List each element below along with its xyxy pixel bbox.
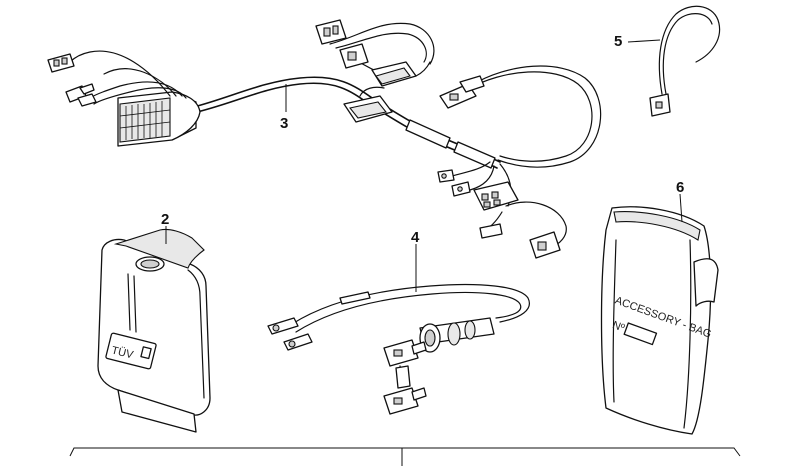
bag-label-line2: Nº <box>611 319 626 334</box>
callout-5: 5 <box>614 33 622 50</box>
spade-terminal-left-1 <box>65 83 95 103</box>
callout-leaders <box>165 39 683 292</box>
lock-cylinder <box>419 317 495 353</box>
callout-6: 6 <box>676 179 684 196</box>
tuv-label: TÜV <box>110 344 135 361</box>
fuse-holder-upper <box>371 61 431 87</box>
callout-3: 3 <box>280 115 288 132</box>
cable-tie <box>649 5 721 117</box>
ignition-key-1 <box>383 339 427 367</box>
accessory-bag: ACCESSORY - BAG Nº <box>600 206 719 435</box>
fuse-holder-lower <box>343 86 393 123</box>
small-two-pin-connector <box>47 53 75 73</box>
wiring-harness <box>47 19 602 259</box>
flat-terminal-lower <box>479 223 503 239</box>
callout-4: 4 <box>411 229 420 246</box>
upper-connector-b <box>339 43 369 69</box>
callout-2: 2 <box>161 211 169 228</box>
control-unit-box: TÜV <box>97 228 211 433</box>
end-connector-lower <box>529 231 561 259</box>
harness-sleeve <box>405 119 451 149</box>
ring-terminal-2 <box>451 181 471 197</box>
spade-terminal-left-2 <box>77 93 97 107</box>
upper-connector-a <box>315 19 347 45</box>
multipin-connector <box>117 91 201 147</box>
bullet-terminal-2 <box>283 333 313 351</box>
ring-terminal-1 <box>437 169 455 183</box>
right-connector <box>439 75 485 109</box>
ignition-key-2 <box>383 387 427 415</box>
bullet-terminal-1 <box>267 317 299 335</box>
group-bracket <box>69 447 741 466</box>
ignition-switch-cable <box>267 283 530 415</box>
relay-connector <box>473 181 519 211</box>
